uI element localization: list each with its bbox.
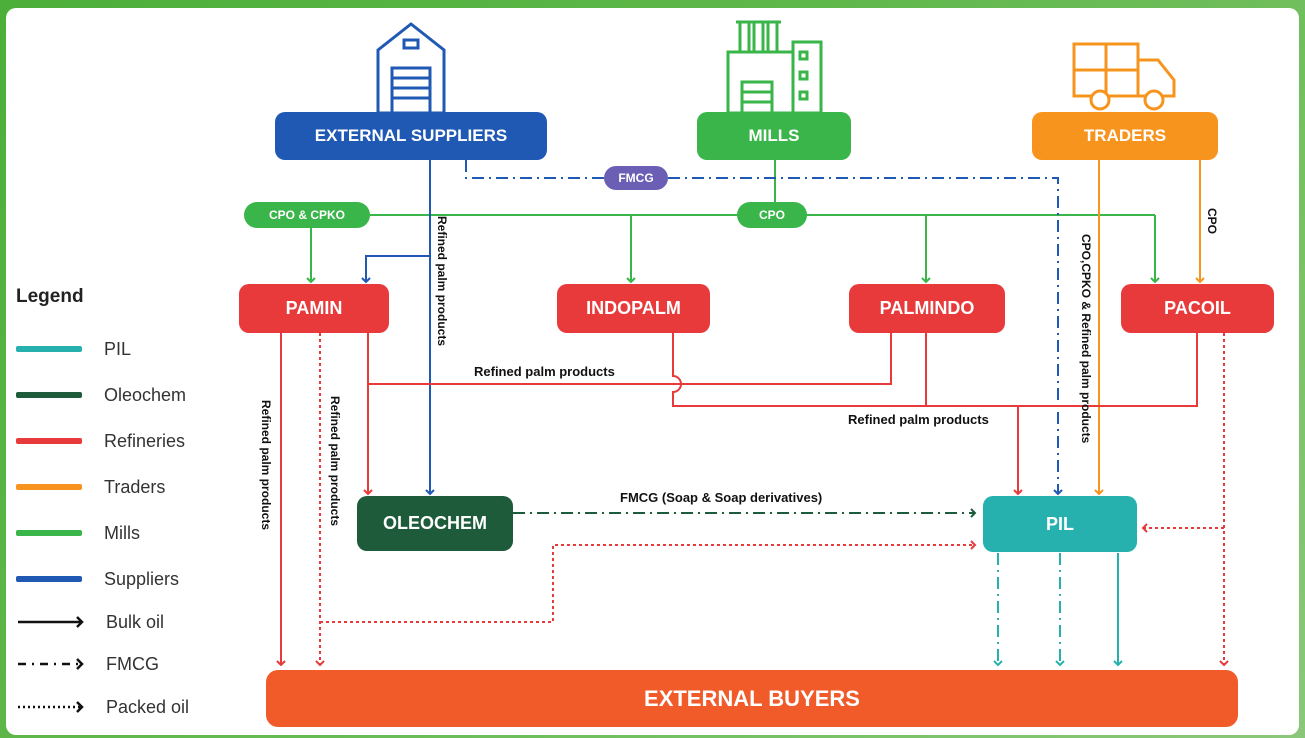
legend-arrow-solid: Bulk oil [106, 610, 164, 634]
warehouse-icon [376, 22, 446, 115]
pamin-refined-left-label: Refined palm products [259, 400, 273, 531]
pacoil-node: PACOIL [1121, 284, 1274, 333]
legend-item-suppliers: Suppliers [16, 567, 179, 591]
cpo-pill: CPO [737, 202, 807, 228]
legend-label: Mills [104, 522, 140, 543]
legend-swatch [16, 576, 82, 582]
legend-swatch [16, 484, 82, 490]
legend-label: Traders [104, 476, 166, 497]
external-suppliers-node: EXTERNAL SUPPLIERS [275, 112, 547, 160]
palmindo-node: PALMINDO [849, 284, 1005, 333]
pamin-refined-right-label: Refined palm products [328, 396, 342, 527]
oleochem-node: OLEOCHEM [357, 496, 513, 551]
refined-top-label: Refined palm products [474, 364, 615, 379]
fmcg-pill: FMCG [604, 166, 668, 190]
legend-item-refineries: Refineries [16, 429, 185, 453]
legend-swatch [16, 530, 82, 536]
factory-icon [726, 20, 823, 115]
mills-node: MILLS [697, 112, 851, 160]
legend-item-oleochem: Oleochem [16, 383, 186, 407]
traders-node: TRADERS [1032, 112, 1218, 160]
cpo-cpko-refined-label: CPO,CPKO & Refined palm products [1079, 234, 1093, 444]
truck-icon [1072, 42, 1176, 111]
refinery-flow-lines [276, 333, 1229, 667]
legend-label: Refineries [104, 430, 186, 451]
legend-arrow-label: Bulk oil [106, 611, 165, 632]
legend-item-traders: Traders [16, 475, 165, 499]
legend-title: Legend [16, 286, 84, 307]
legend-arrow-label: Packed oil [106, 696, 190, 717]
legend-swatch [16, 392, 82, 398]
pil-node: PIL [983, 496, 1137, 552]
external-buyers-node: EXTERNAL BUYERS [266, 670, 1238, 727]
legend-label: Suppliers [104, 568, 180, 589]
legend-label: Oleochem [104, 384, 187, 405]
legend-arrow-dashdot: FMCG [106, 652, 159, 676]
traders-flow-lines [1094, 160, 1205, 496]
refined-bottom-label: Refined palm products [848, 412, 989, 427]
legend-arrow-label: FMCG [106, 653, 159, 674]
pil-flow-lines [993, 553, 1123, 667]
legend-item-mills: Mills [16, 521, 140, 545]
legend-arrow-samples [18, 616, 84, 713]
legend-item-pil: PIL [16, 337, 131, 361]
legend-swatch [16, 346, 82, 352]
fmcg-soap-label: FMCG (Soap & Soap derivatives) [620, 490, 823, 505]
supplier-flow-lines [361, 160, 1063, 496]
suppliers-refined-label: Refined palm products [435, 216, 449, 347]
traders-cpo-label: CPO [1205, 208, 1219, 235]
legend-swatch [16, 438, 82, 444]
legend-arrow-dotted: Packed oil [106, 695, 189, 719]
indopalm-node: INDOPALM [557, 284, 710, 333]
cpo-cpko-pill: CPO & CPKO [244, 202, 370, 228]
legend-label: PIL [104, 338, 132, 359]
pamin-node: PAMIN [239, 284, 389, 333]
